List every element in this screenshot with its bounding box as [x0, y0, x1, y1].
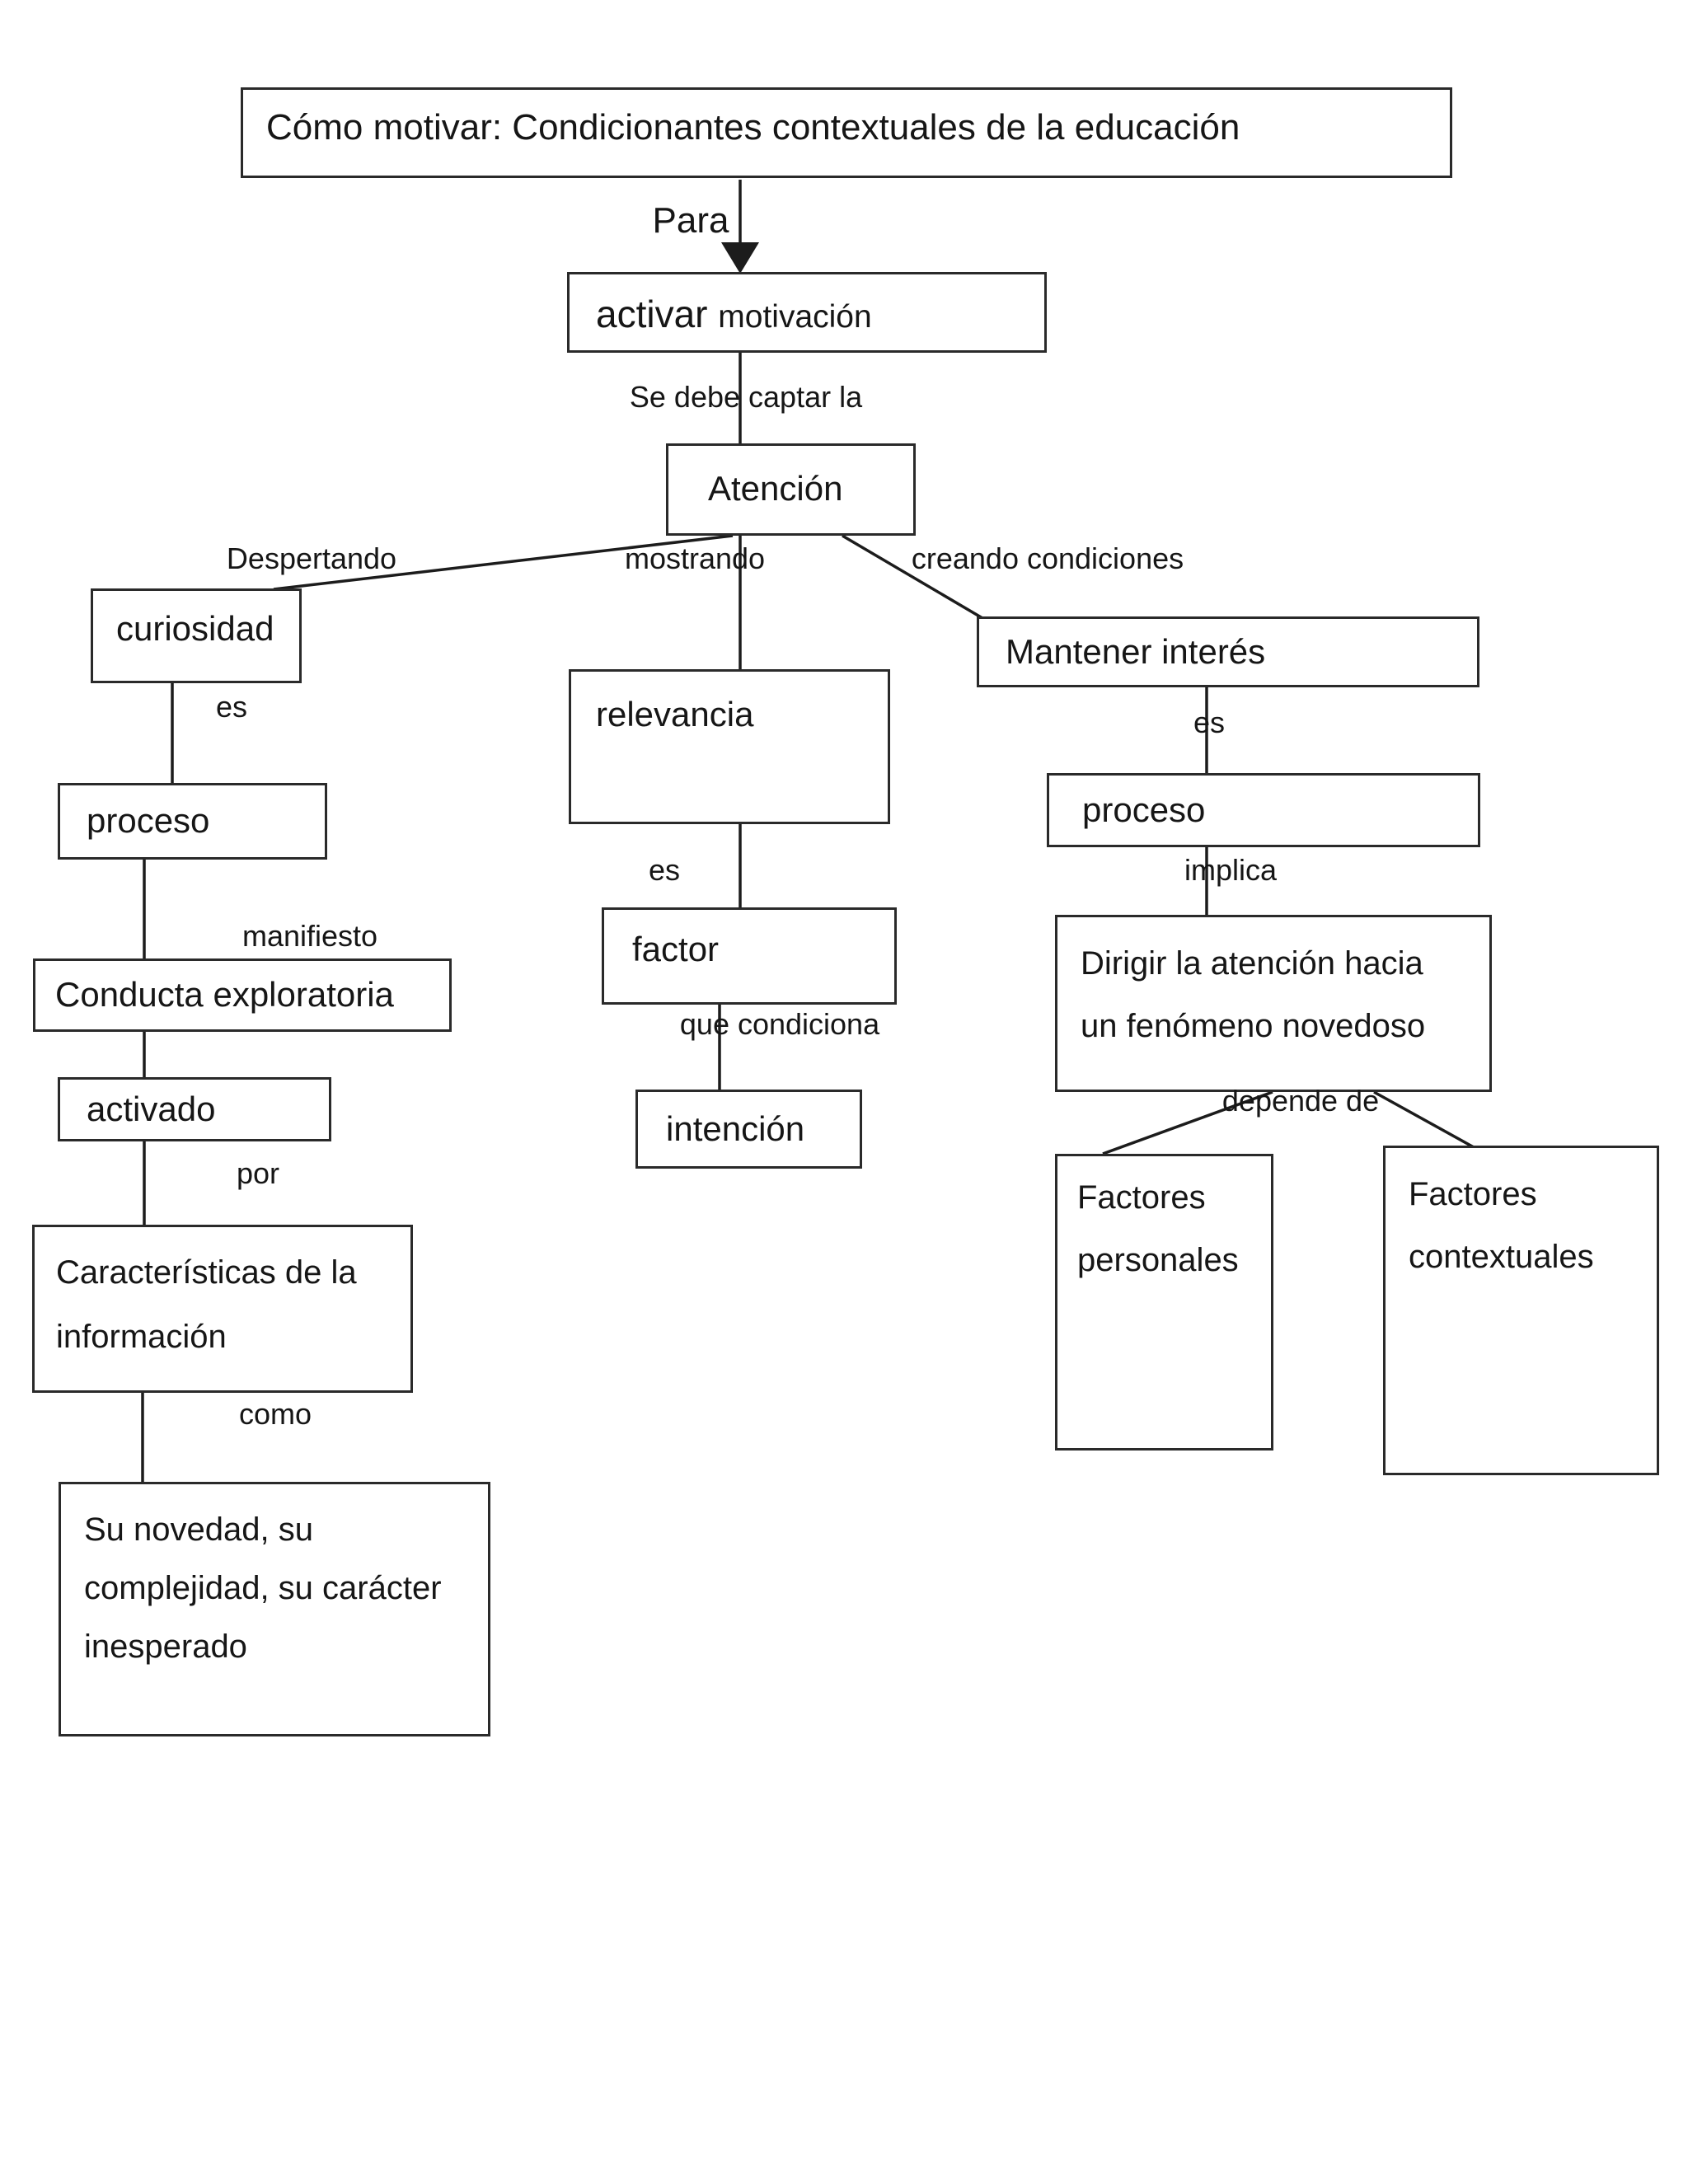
edge-label-mostrando: mostrando	[624, 541, 766, 575]
edge-label-para: Para	[652, 200, 729, 241]
edge-label-que-condiciona: que condiciona	[679, 1007, 880, 1041]
node-text: proceso	[87, 801, 210, 841]
node-dirigir-atencion: Dirigir la atención hacia un fenómeno no…	[1055, 915, 1492, 1092]
node-text: Su novedad, su complejidad, su carácter …	[84, 1511, 442, 1666]
edge-label-por: por	[236, 1156, 280, 1190]
node-text: intención	[666, 1108, 805, 1148]
connector-dirigir-a-personales	[1102, 1090, 1273, 1155]
edge-label-despertando: Despertando	[226, 541, 397, 575]
node-text: Características de la información	[56, 1254, 357, 1355]
edge-label-es-centro: es	[648, 853, 681, 887]
edge-label-creando-condiciones: creando condiciones	[911, 541, 1184, 575]
node-proceso-izq: proceso	[58, 783, 327, 860]
arrowhead-down-icon	[721, 242, 759, 274]
node-text: relevancia	[596, 695, 754, 733]
edge-label-manifiesto: manifiesto	[241, 919, 378, 953]
node-text-part: motivación	[718, 299, 872, 335]
node-text: activado	[87, 1089, 216, 1128]
node-text: Dirigir la atención hacia un fenómeno no…	[1081, 945, 1426, 1044]
node-caracteristicas-informacion: Características de la información	[32, 1225, 413, 1393]
node-activado: activado	[58, 1077, 331, 1141]
node-text: curiosidad	[116, 609, 274, 648]
node-text: Cómo motivar: Condicionantes contextuale…	[266, 107, 1240, 148]
edge-label-se-debe-captar-la: Se debe captar la	[629, 380, 863, 414]
edge-label-como: como	[238, 1397, 312, 1431]
node-intencion: intención	[635, 1090, 862, 1169]
node-text: Conducta exploratoria	[55, 975, 394, 1015]
node-text-part: activar	[596, 293, 719, 335]
node-mantener-interes: Mantener interés	[977, 616, 1479, 687]
node-text: proceso	[1082, 790, 1206, 829]
node-relevancia: relevancia	[569, 669, 890, 824]
edge-label-es-derecha: es	[1193, 705, 1226, 739]
node-text: Atención	[708, 469, 843, 508]
node-curiosidad: curiosidad	[91, 588, 302, 683]
edge-label-depende-de: depende de	[1221, 1084, 1380, 1118]
node-atencion: Atención	[666, 443, 916, 536]
edge-label-implica: implica	[1184, 853, 1278, 887]
node-title: Cómo motivar: Condicionantes contextuale…	[241, 87, 1452, 178]
node-su-novedad: Su novedad, su complejidad, su carácter …	[59, 1482, 490, 1736]
node-conducta-exploratoria: Conducta exploratoria	[33, 958, 452, 1032]
edge-label-es-izquierda: es	[215, 690, 248, 724]
connector-dirigir-a-contextuales	[1373, 1090, 1475, 1149]
node-text: Factores personales	[1077, 1179, 1239, 1278]
node-activar-motivacion: activar motivación	[567, 272, 1047, 353]
node-text: factor	[632, 930, 720, 968]
node-factores-contextuales: Factores contextuales	[1383, 1146, 1659, 1475]
node-proceso-der: proceso	[1047, 773, 1480, 847]
node-factores-personales: Factores personales	[1055, 1154, 1273, 1451]
connector-atencion-a-curiosidad	[273, 534, 734, 591]
node-text: Mantener interés	[1006, 631, 1266, 671]
connector-atencion-a-mantener	[842, 534, 983, 620]
node-factor: factor	[602, 907, 897, 1005]
node-text: Factores contextuales	[1409, 1176, 1594, 1275]
